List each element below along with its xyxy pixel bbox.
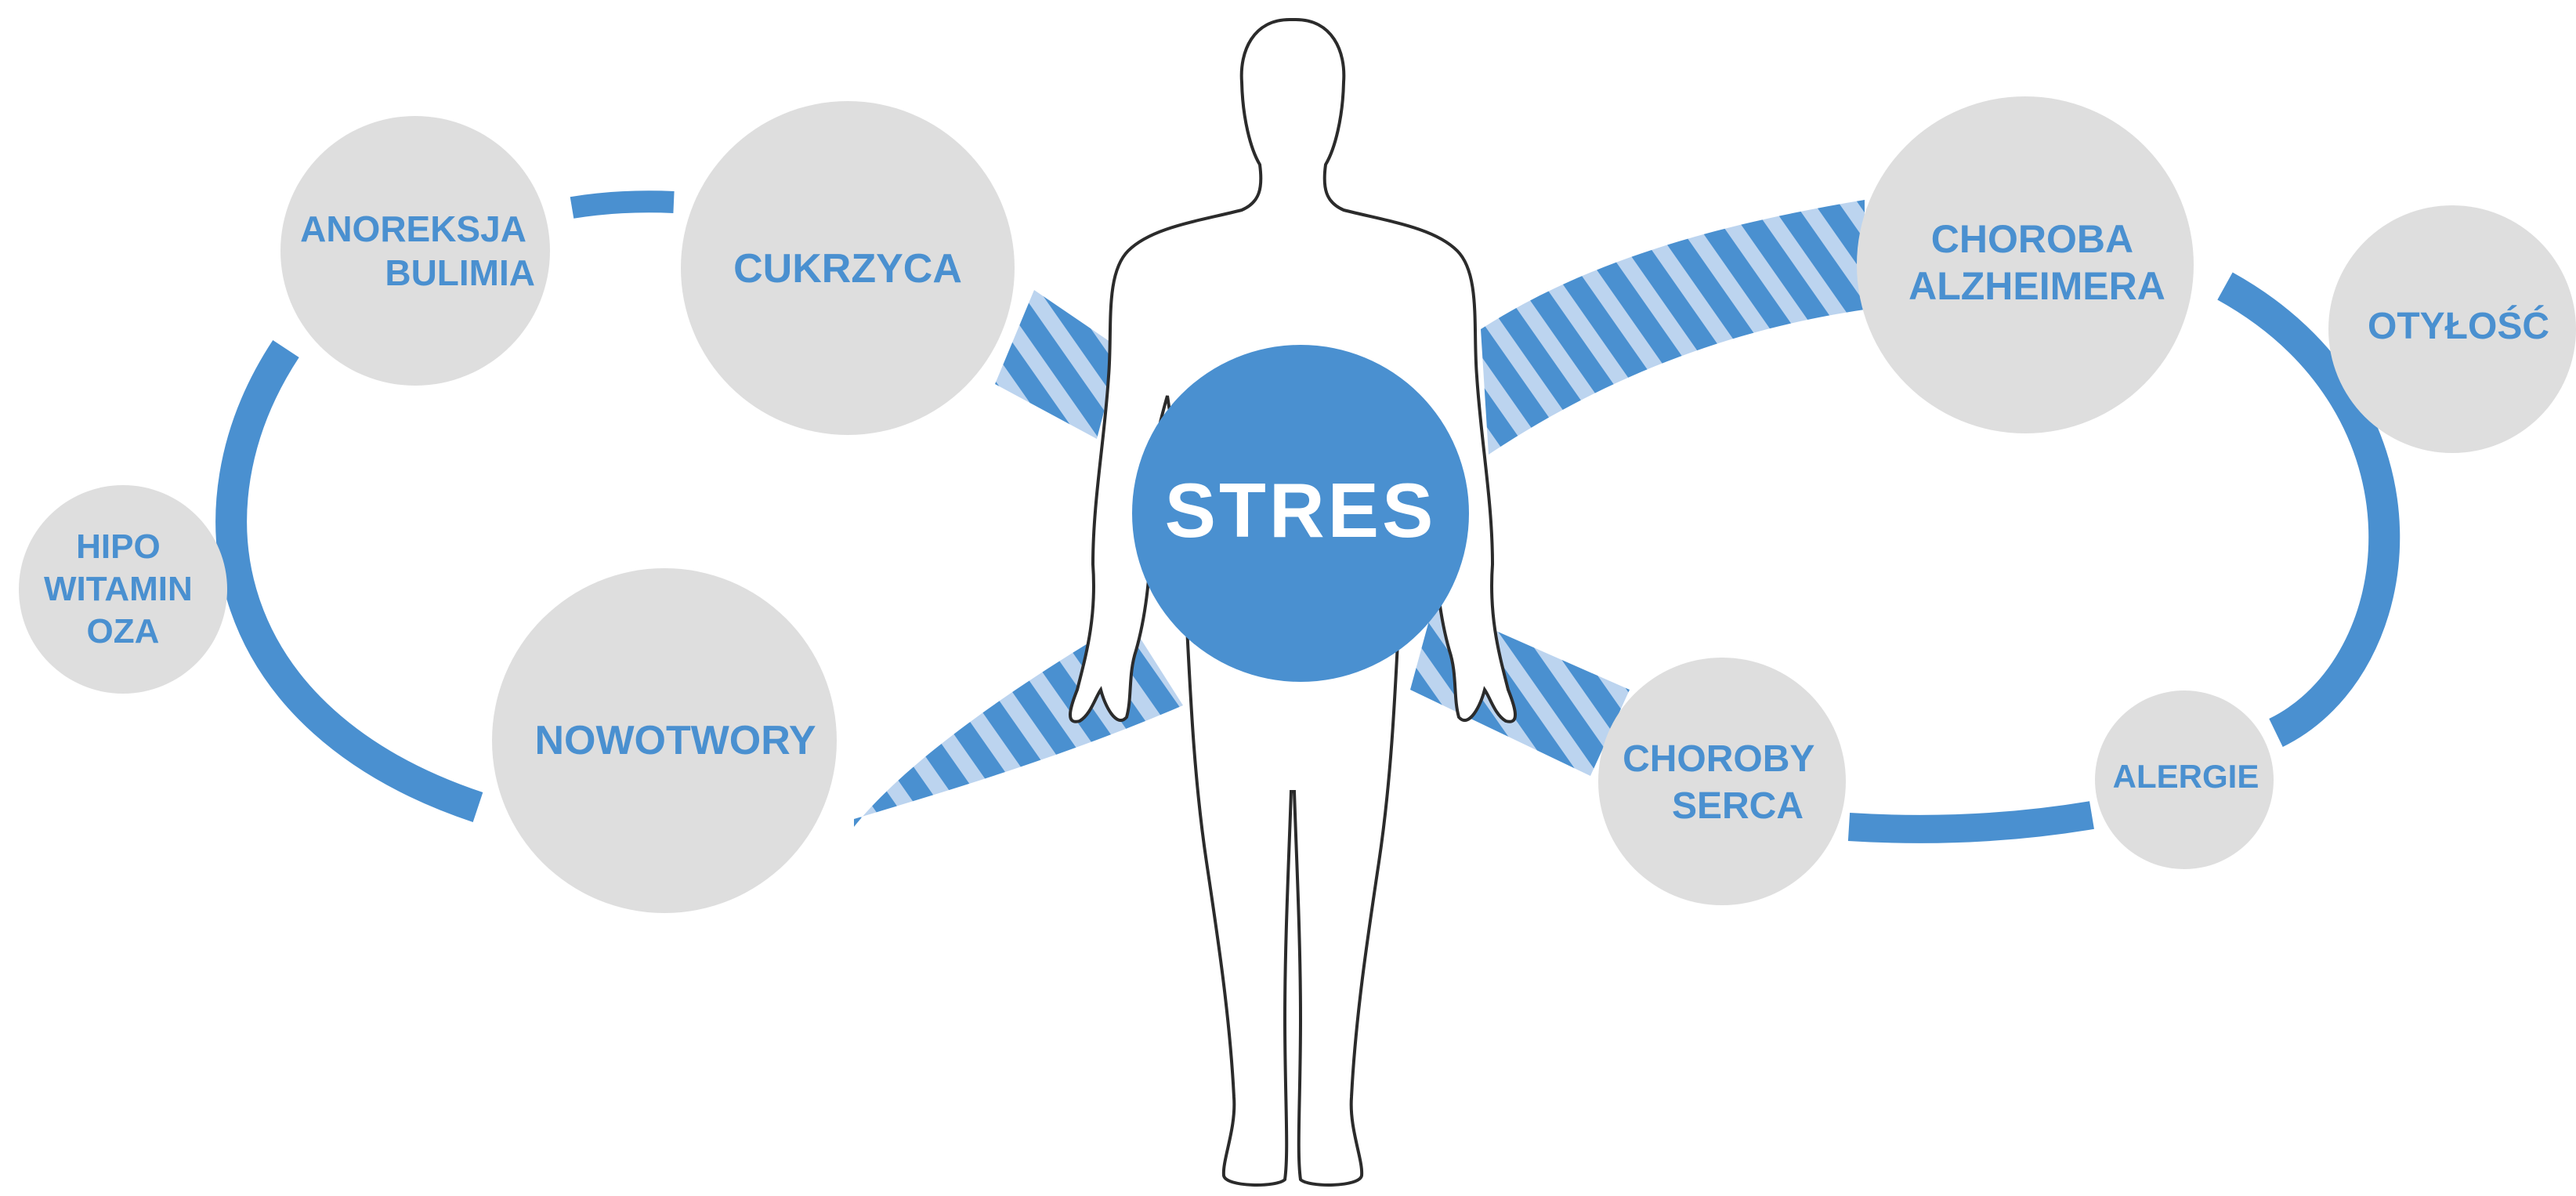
arc-anoreksja-nowotwory	[231, 349, 478, 807]
circle-anoreksja	[280, 116, 550, 386]
label-otylosc: OTYŁOŚĆ	[2368, 304, 2549, 347]
band-upper-right	[1481, 200, 1865, 455]
label-alergie: ALERGIE	[2113, 758, 2259, 795]
circle-serce	[1598, 658, 1846, 905]
band-upper-left	[995, 290, 1120, 439]
arc-serce-alergie	[1849, 815, 2092, 829]
label-cukrzyca: CUKRZYCA	[733, 246, 962, 292]
arc-anoreksja-cukrzyca	[572, 201, 674, 208]
stres-label: STRES	[1165, 467, 1437, 553]
label-nowotwory: NOWOTWORY	[534, 718, 816, 763]
